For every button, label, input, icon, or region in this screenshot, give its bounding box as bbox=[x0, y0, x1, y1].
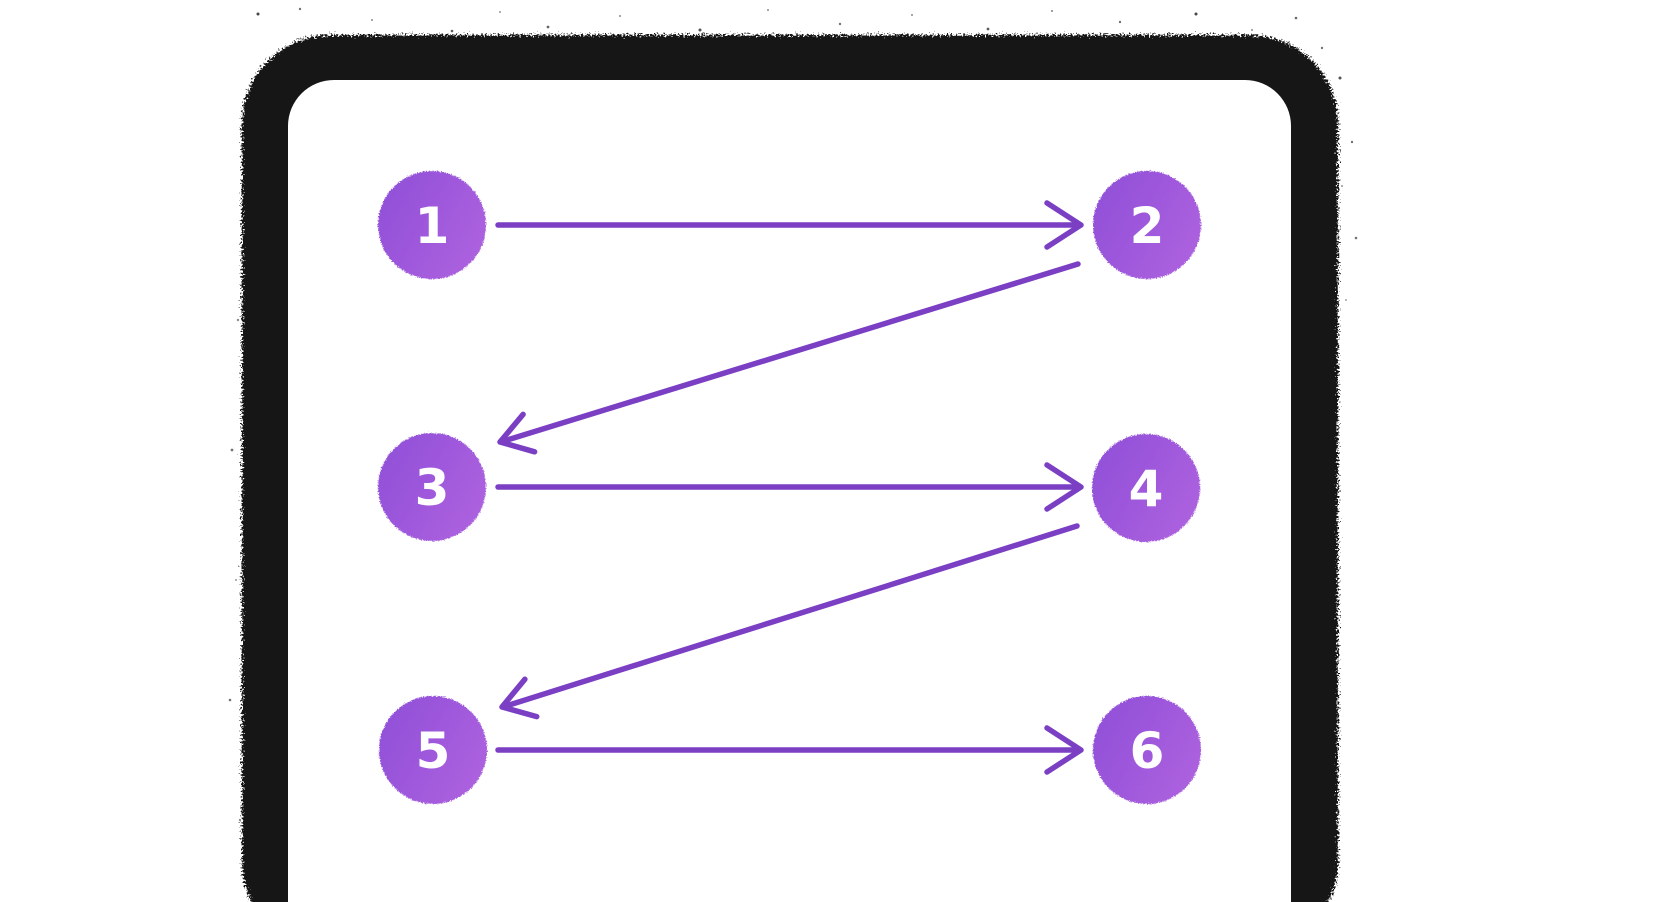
step-node-3-label: 3 bbox=[415, 459, 450, 517]
step-node-2-label: 2 bbox=[1130, 197, 1165, 255]
edge-arrow-3-4 bbox=[495, 462, 1084, 512]
step-node-1 bbox=[378, 171, 486, 279]
step-node-5 bbox=[379, 696, 487, 804]
edge-arrow-5-6 bbox=[495, 725, 1084, 775]
step-nodes bbox=[378, 171, 1201, 804]
step-node-1-label: 1 bbox=[415, 197, 450, 255]
step-node-2 bbox=[1093, 171, 1201, 279]
edge-arrow-2-3 bbox=[497, 261, 1081, 455]
step-node-4-label: 4 bbox=[1129, 460, 1164, 518]
grain-speckles bbox=[228, 7, 1358, 822]
step-node-3 bbox=[378, 433, 486, 541]
step-node-6-label: 6 bbox=[1130, 722, 1165, 780]
step-node-4 bbox=[1092, 434, 1200, 542]
edge-arrow-4-5 bbox=[499, 523, 1080, 720]
step-node-6 bbox=[1093, 696, 1201, 804]
step-node-5-label: 5 bbox=[416, 722, 451, 780]
edge-arrow-1-2 bbox=[495, 200, 1084, 250]
